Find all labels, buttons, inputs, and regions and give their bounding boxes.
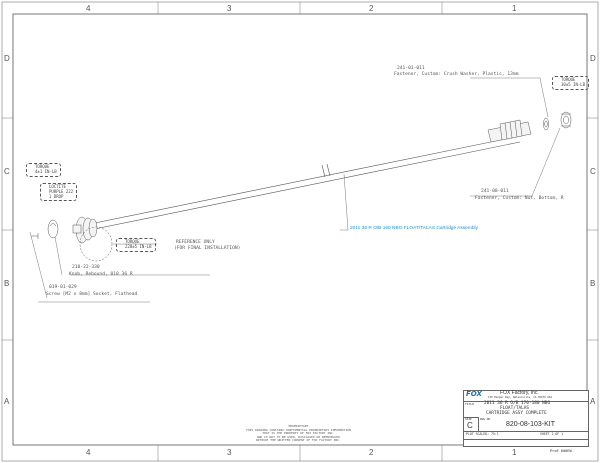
sheet-number: SHEET 1 OF 1 [540,432,564,436]
zone-col-2-top: 2 [369,4,374,13]
zone-row-a-right: A [590,397,596,406]
conf-line5: WITHOUT THE WRITTEN CONSENT OF FOX FACTO… [255,438,341,443]
zone-col-4-bottom: 4 [86,448,91,457]
conf-line4: AND IS NOT TO BE USED, DISCLOSED OR REPR… [256,434,340,439]
bottom-nut-part [560,111,572,129]
conf-line1: PROPRIETARY [288,424,309,428]
crush-washer-desc: Fastener, Custom: Crush Washer, Plastic,… [394,72,519,77]
zone-col-3-bottom: 3 [227,448,232,457]
torque-region-circle [79,226,113,262]
plot-scale: PLOT SCALED: 75:1 [466,432,499,436]
torque-left-line1: TORQUE [35,164,50,169]
size-label: SIZE [465,417,472,421]
fox-logo: FOX [466,390,482,398]
company-name: FOX Factory, Inc. [500,390,539,396]
size-value: C [467,421,473,430]
proe-footer: ProE 600EW [550,449,572,453]
zone-col-2-bottom: 2 [369,448,374,457]
zone-row-d-right: D [590,54,596,63]
title-label: TITLE [465,402,475,406]
crush-washer-pn: 241-01-011 [397,66,425,71]
knob-pn: 210-22-330 [72,265,100,270]
zone-row-c-left: C [4,167,10,176]
zone-row-a-left: A [4,397,10,406]
zone-row-d-left: D [4,54,10,63]
zone-col-1-top: 1 [512,4,517,13]
title-line3: CARTRIDGE ASSY COMPLETE [486,411,547,416]
zone-col-3-top: 3 [227,4,232,13]
title-block-logo-cell [463,390,589,402]
loctite-line3: 1 DROP [49,193,64,199]
dwg-number: 820-08-103-KIT [506,421,556,428]
loctite-note: LOCTITE PURPLE 222 1 DROP [40,183,78,202]
title-line1: 2011 36 R O/B 170-180 NBO [484,401,551,406]
conf-line3: THAT IS THE PROPERTY OF FOX FACTORY INC. [262,431,335,436]
dwg-label: DWG NO. [480,417,492,421]
loctite-line2: PURPLE 222 [49,188,74,194]
scale-row [463,431,589,440]
loctite-line1: LOCTITE [49,184,66,189]
cartridge-upper-body [487,119,532,143]
confidentiality-notice: PROPRIETARY THIS DRAWING CONTAINS CONFID… [246,424,351,443]
torque-middle-line1: TORQUE [125,239,140,244]
torque-middle-line2: 220±5 IN-LB [125,243,152,249]
zone-row-b-left: B [4,279,10,288]
title-line2: FLOAT/TALAS [500,406,530,411]
torque-note-right: TORQUE 30±5 IN-LB [552,76,590,90]
screw-part [31,233,39,239]
torque-right-line2: 30±5 IN-LB [561,81,586,87]
rebound-knob-part [47,219,59,239]
cartridge-shaft [79,135,521,233]
company-address: 130 Hangar Way, Watsonville, CA 95076 US… [488,396,553,399]
screw-pn: 019-01-029 [49,285,77,290]
reference-line2: (FOR FINAL INSTALLATION) [174,246,241,251]
torque-left-line2: 4±1 IN-LB [35,168,57,174]
conf-line2: THIS DRAWING CONTAINS CONFIDENTIAL PROPR… [246,427,351,432]
nut-pn: 241-08-011 [481,189,509,194]
zone-row-c-right: C [590,167,596,176]
zone-col-1-bottom: 1 [512,448,517,457]
leader-lines [29,77,561,303]
crush-washer-part [543,117,549,131]
torque-note-middle: TORQUE 220±5 IN-LB [116,238,156,252]
reference-line1: REFERENCE ONLY [176,240,215,245]
screw-desc: Screw [M2 x 8mm] Socket, Flathead [46,292,138,297]
zone-row-b-right: B [590,279,596,288]
knob-desc: Knob, Rebound, 010 36 R [69,272,133,277]
torque-right-line1: TORQUE [561,77,576,82]
assembly-label: 2011 36 R O/B 160 NBO FLOAT/TALAS Cartri… [350,226,478,231]
torque-note-left: TORQUE 4±1 IN-LB [26,163,61,177]
zone-col-4-top: 4 [86,4,91,13]
piston-assembly [72,216,98,244]
nut-desc: Fastener, Custom: Nut, Bottom, R [475,196,564,201]
